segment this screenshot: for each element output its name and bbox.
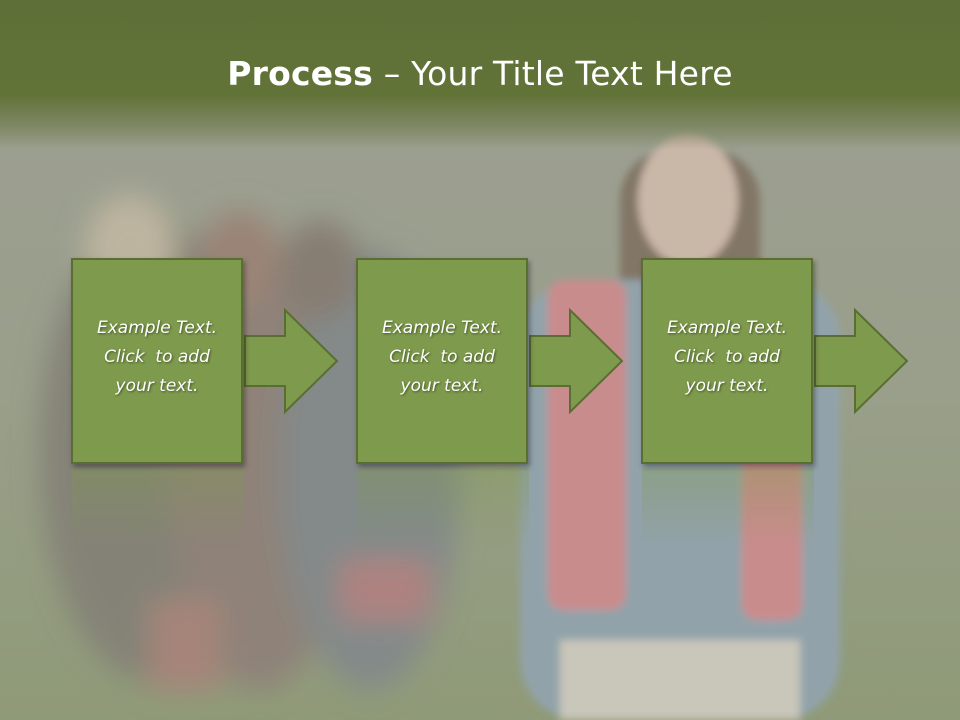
step-line: Example Text. — [666, 318, 788, 338]
step-line: your text. — [400, 376, 484, 396]
step-text[interactable]: Example Text. Click to add your text. — [73, 314, 241, 401]
step-box-3[interactable]: Example Text. Click to add your text. — [641, 258, 813, 464]
step-line: Example Text. — [381, 318, 503, 338]
title-bar — [0, 0, 960, 150]
step-text[interactable]: Example Text. Click to add your text. — [358, 314, 526, 401]
step-box-1[interactable]: Example Text. Click to add your text. — [71, 258, 243, 464]
right-arrow-icon — [814, 307, 909, 415]
step-line: Example Text. — [96, 318, 218, 338]
title-rest-text: Your Title Text Here — [411, 54, 733, 93]
step-box-2[interactable]: Example Text. Click to add your text. — [356, 258, 528, 464]
right-arrow-icon — [529, 307, 624, 415]
right-arrow-icon — [244, 307, 339, 415]
box-reflection — [357, 468, 529, 548]
title-bold-text: Process — [227, 54, 373, 93]
step-line: your text. — [115, 376, 199, 396]
step-text[interactable]: Example Text. Click to add your text. — [643, 314, 811, 401]
step-line: your text. — [685, 376, 769, 396]
step-line: Click to add — [104, 347, 210, 367]
title-dash: – — [373, 54, 412, 93]
slide-title[interactable]: Process – Your Title Text Here — [0, 52, 960, 96]
box-reflection — [72, 468, 244, 548]
step-line: Click to add — [389, 347, 495, 367]
step-line: Click to add — [674, 347, 780, 367]
box-reflection — [642, 468, 814, 548]
